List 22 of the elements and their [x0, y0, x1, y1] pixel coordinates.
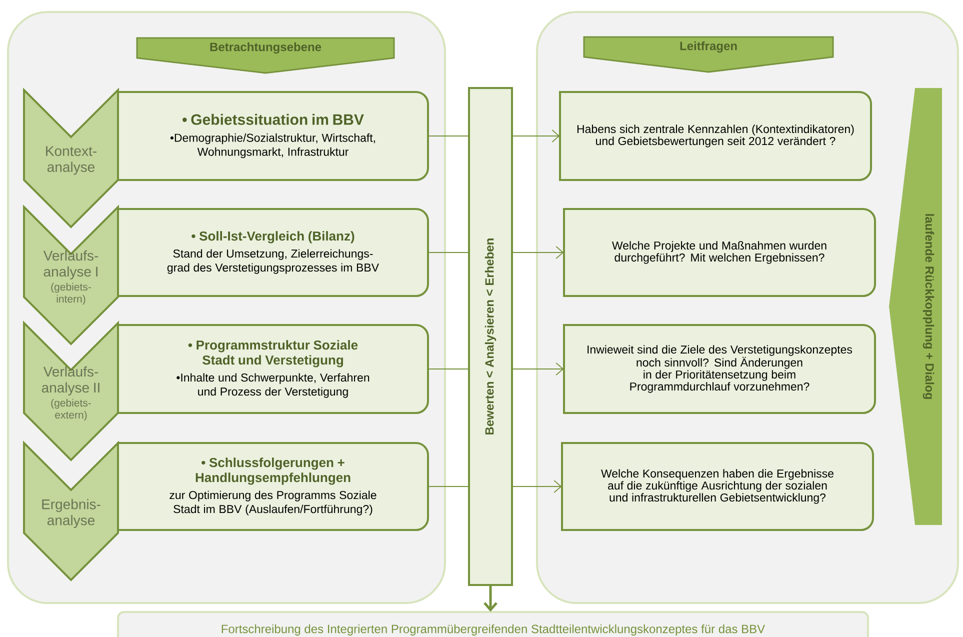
arrow [484, 585, 498, 612]
question-box: Habens sich zentrale Kennzahlen (Kontextindikatoren) und Gebietsbewertungen seit 2012 verändert ? [559, 91, 872, 181]
question-box: Welche Projekte und Maßnahmen wurden durchgeführt? Mit welchen Ergebnissen? [563, 208, 876, 297]
chevron-step: Verlaufs- analyse II (gebiets- extern) [23, 320, 119, 462]
chevron-step: Ergebnis- analyse [23, 440, 119, 582]
stage-band: Bewerten < Analysieren < Erheben [468, 87, 513, 586]
feedback-band: laufende Rückkopplung + Dialog [889, 88, 942, 525]
question-box: Inwieweit sind die Ziele des Verstetigungskonzeptes noch sinnvoll? Sind Änderungen in der Prioritätensetzung beim Programmdurchlauf vorzunehmen? [563, 324, 876, 414]
content-box: • Schlussfolgerungen + Handlungsempfehlungen zur Optimierung des Programms Soziale Stadt im BBV (Auslaufen/Fortführung?) [117, 442, 429, 531]
arrow [512, 246, 564, 259]
content-box: • Programmstruktur Soziale Stadt und Verstetigung •Inhalte und Schwerpunkte, Verfahren und Prozess der Verstetigung [117, 324, 429, 414]
header-banner: Leitfragen [583, 36, 834, 73]
arrow [512, 480, 562, 493]
chevron-step: Verlaufs- analyse I (gebiets- intern) [23, 204, 119, 346]
content-box: • Gebietssituation im BBV •Demographie/Sozialstruktur, Wirtschaft, Wohnungsmarkt, Infrastruktur [117, 91, 429, 181]
chevron-step: Kontext- analyse [23, 88, 119, 228]
question-box: Welche Konsequenzen haben die Ergebnisse auf die zukünftige Ausrichtung der sozialen und infrastrukturellen Gebietsentwicklung? [561, 442, 874, 531]
arrow [512, 130, 560, 142]
content-box: • Soll-Ist-Vergleich (Bilanz) Stand der Umsetzung, Zielerreichungs- grad des Verstetigungsprozesses im BBV [117, 208, 429, 297]
header-banner: Betrachtungsebene [136, 37, 395, 74]
arrow [512, 362, 564, 376]
result-box: Fortschreibung des Integrierten Programmübergreifenden Stadtteilentwicklungskonzeptes für das BBV [117, 611, 870, 637]
